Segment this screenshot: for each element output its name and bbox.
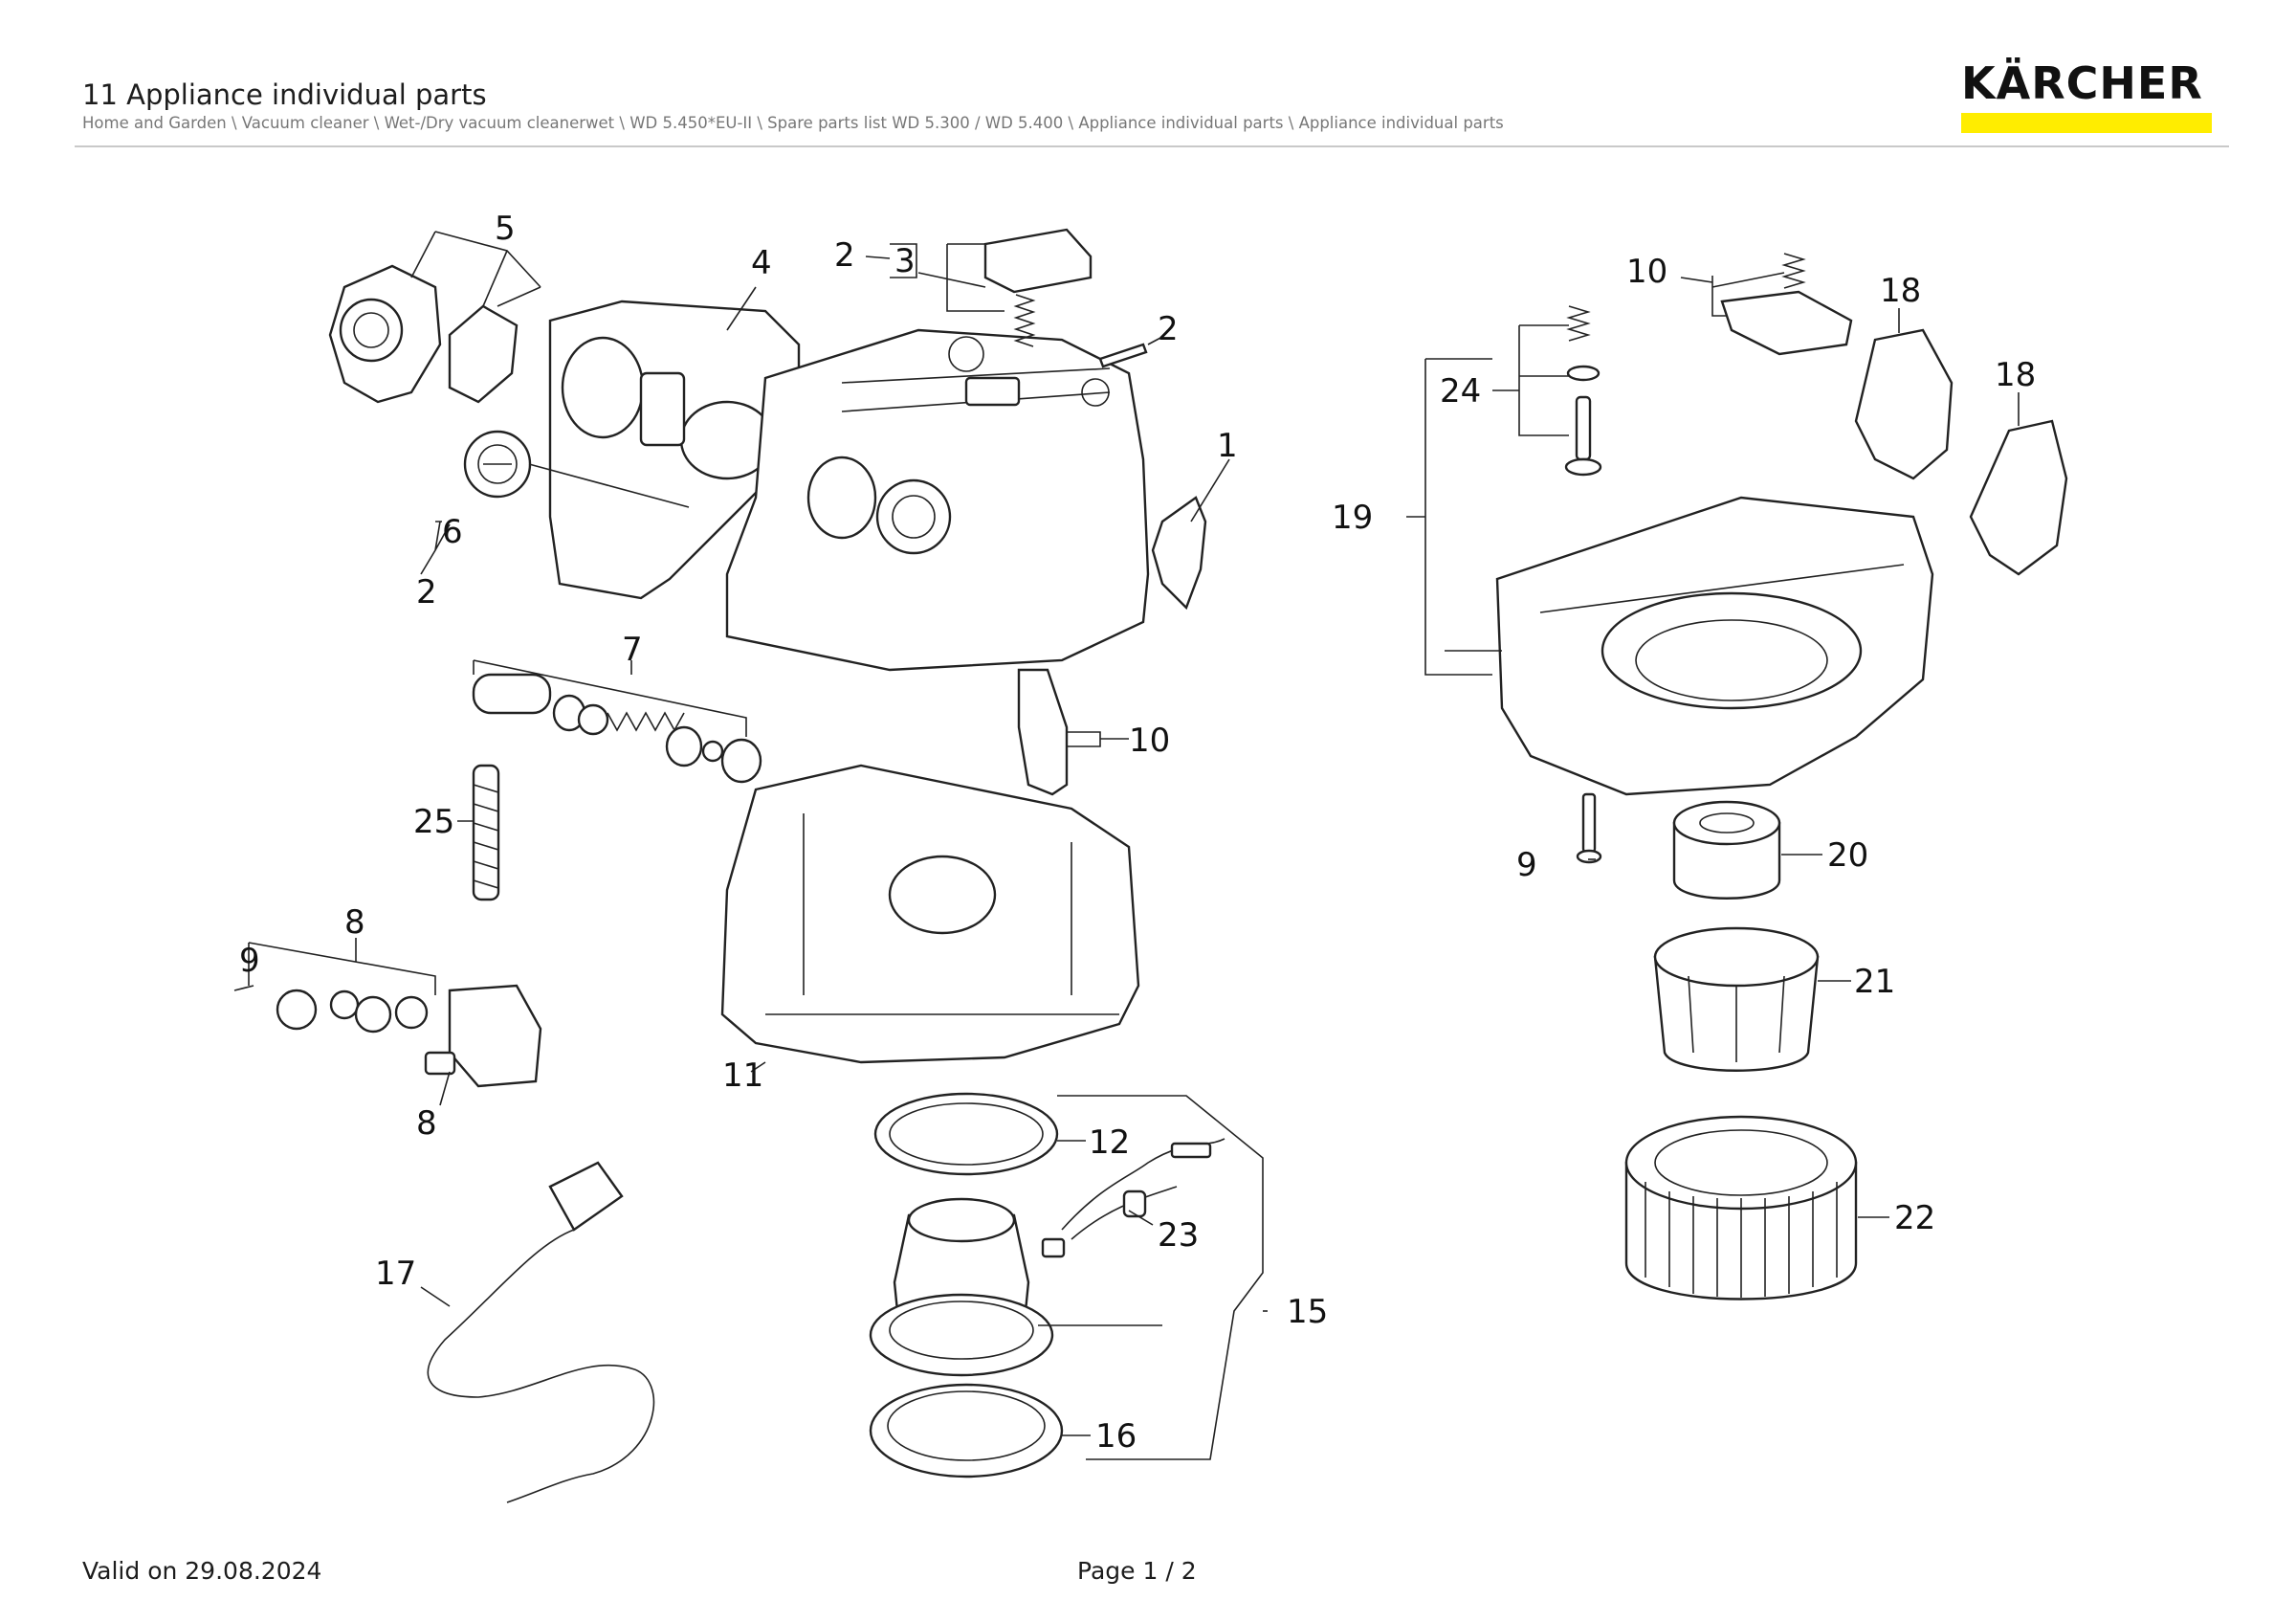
part-15-drawing [869,1197,1054,1377]
callout-10-center: 10 [1129,722,1170,760]
callout-9-left: 9 [239,942,260,980]
callout-11: 11 [722,1056,763,1095]
part-7-drawing [472,673,762,784]
callout-2-top: 2 [834,236,855,275]
callout-18-b: 18 [1995,356,2036,394]
callout-12: 12 [1089,1123,1130,1162]
part-22-drawing [1624,1115,1858,1301]
callout-10-top-right: 10 [1626,253,1667,291]
part-10-carrier-drawing [1720,253,1853,356]
part-25-drawing [472,764,500,901]
part-4-drawing [548,300,801,600]
callout-25: 25 [413,803,454,841]
brand-logo: KÄRCHER [1961,61,2212,133]
part-8-drawing [276,984,542,1088]
part-20-drawing [1672,800,1781,900]
callout-7: 7 [622,631,643,669]
part-24-drawing [1564,305,1602,477]
part-6-drawing [463,430,532,499]
part-10-bracket-drawing [1017,668,1069,796]
part-9-screw-drawing [1576,792,1602,864]
part-2-pin-drawing [1098,343,1148,368]
part-3-drawing [983,228,1093,347]
callout-5: 5 [495,210,516,248]
callout-9-right: 9 [1516,846,1537,884]
callout-15: 15 [1287,1293,1328,1331]
callout-1: 1 [1217,427,1238,465]
header-divider [75,145,2229,147]
callout-17: 17 [375,1255,416,1293]
part-11-drawing [720,764,1140,1064]
leader-lines [233,231,2020,1460]
part-5-drawing [328,264,541,404]
callout-2-right: 2 [1158,310,1179,348]
logo-text: KÄRCHER [1961,57,2203,109]
part-19-drawing [1495,496,1934,796]
callout-20: 20 [1827,836,1868,875]
callout-labels: 1 2 2 2 3 4 5 6 7 8 8 9 9 10 10 11 12 15… [239,210,2036,1456]
callout-2-left: 2 [416,573,437,611]
callout-8-top: 8 [344,903,365,942]
callout-3: 3 [894,242,916,280]
callout-19: 19 [1332,499,1373,537]
breadcrumb: Home and Garden \ Vacuum cleaner \ Wet-/… [82,114,1504,132]
part-16-drawing [869,1383,1064,1478]
callout-23: 23 [1158,1216,1199,1255]
page-title: 11 Appliance individual parts [82,78,487,111]
callout-24: 24 [1440,372,1481,411]
callout-8-bottom: 8 [416,1104,437,1143]
part-17-drawing [427,1161,655,1503]
part-21-drawing [1653,926,1820,1072]
part-18-drawing [1854,328,2068,576]
callout-6: 6 [442,513,463,551]
motor-head-housing-drawing [725,328,1150,672]
page-number: Page 1 / 2 [1077,1557,1197,1585]
part-12-drawing [873,1092,1059,1176]
callout-22: 22 [1894,1199,1935,1237]
part-1-drawing [1151,496,1207,611]
callout-16: 16 [1095,1417,1137,1456]
callout-18-a: 18 [1880,272,1921,310]
valid-date: Valid on 29.08.2024 [82,1557,322,1585]
logo-accent-bar [1961,113,2212,133]
callout-4: 4 [751,244,772,282]
callout-21: 21 [1854,963,1895,1001]
